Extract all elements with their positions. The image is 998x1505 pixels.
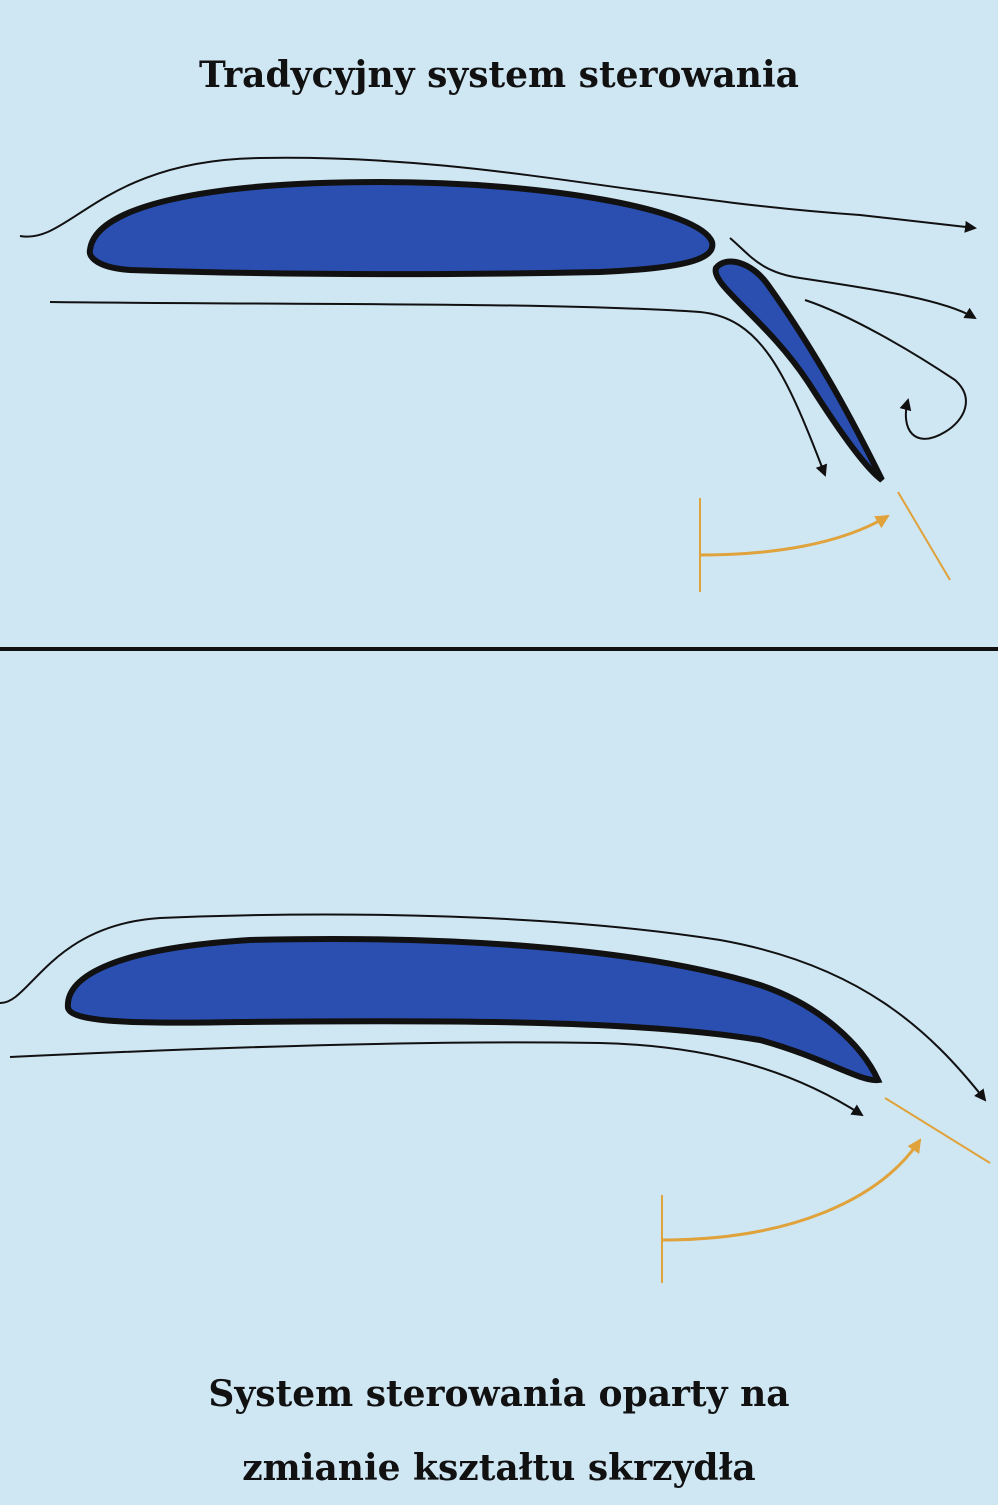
deflection-arrow (661, 1138, 922, 1242)
title-morphing-wing-line1: System sterowania oparty na (208, 1373, 790, 1415)
title-traditional-control: Tradycyjny system sterowania (199, 54, 799, 96)
flow-line-wake-upper (729, 237, 977, 320)
flow-line-lower (9, 1041, 864, 1117)
title-morphing-wing: System sterowania oparty na zmianie kszt… (0, 1357, 998, 1505)
diagram-traditional (19, 156, 977, 592)
diagram-morphing (0, 913, 991, 1283)
panel-traditional-control: Tradycyjny system sterowania (0, 0, 998, 648)
flow-line-lower (49, 301, 828, 477)
aileron-airfoil (712, 258, 885, 483)
flow-line-upper (0, 913, 987, 1102)
title-morphing-wing-line2: zmianie kształtu skrzydła (242, 1447, 756, 1489)
flow-line-vortex (804, 299, 967, 440)
flow-line-upper (19, 156, 977, 238)
main-wing-airfoil (86, 178, 716, 278)
deflected-position-mark (884, 1097, 991, 1164)
panel-morphing-wing: System sterowania oparty na zmianie kszt… (0, 652, 998, 1489)
deflected-position-mark (897, 491, 951, 581)
panel-divider (0, 647, 998, 651)
morphing-wing-airfoil (64, 935, 883, 1084)
deflection-arrow (699, 514, 890, 557)
